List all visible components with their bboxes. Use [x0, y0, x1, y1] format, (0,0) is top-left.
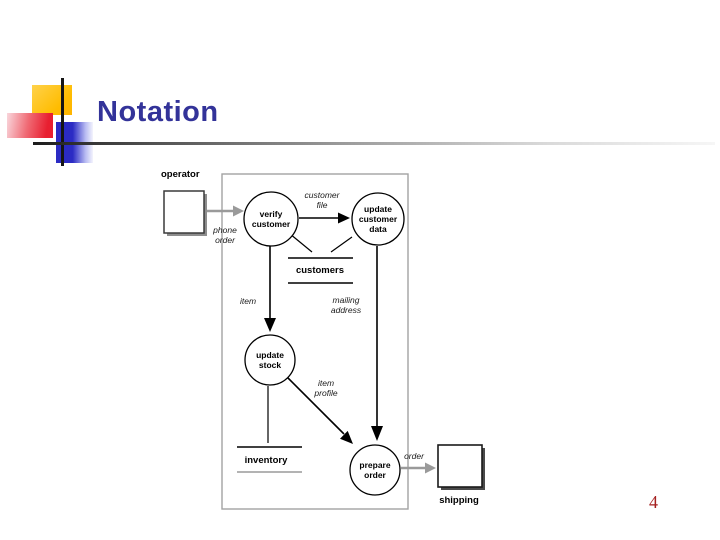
entity-shipping-label: shipping [439, 495, 479, 506]
process-update-stock-circle [244, 334, 296, 386]
flow-label-item-profile: item profile [314, 378, 338, 398]
flow-order-arrowhead [425, 462, 436, 474]
accent-yellow-square [32, 85, 72, 115]
accent-vertical-line [61, 78, 64, 166]
process-update-customer-data-circle [351, 192, 405, 246]
flow-customers-to-update-line [330, 236, 353, 253]
flow-customer-file-arrowhead [338, 212, 350, 224]
flow-label-item: item [239, 296, 257, 306]
flow-item-profile-arrow [287, 377, 345, 435]
process-update-customer-data-label: update customer data [358, 204, 398, 234]
flow-item-arrowhead [264, 318, 276, 332]
flow-label-mailing-address: mailing address [330, 295, 362, 315]
flow-label-order: order [404, 451, 424, 461]
entity-operator-box [163, 190, 205, 234]
store-inventory-label: inventory [244, 455, 288, 466]
process-prepare-order-label: prepare order [359, 460, 391, 480]
flow-label-phone-order: phone order [213, 225, 237, 245]
page-title: Notation [97, 96, 219, 128]
entity-operator-label: operator [161, 169, 200, 180]
process-verify-customer-circle [243, 191, 299, 247]
flow-item-profile-arrowhead [340, 430, 353, 444]
title-underline-rule [33, 142, 715, 145]
store-customers-label: customers [295, 265, 345, 276]
process-prepare-order-circle [349, 444, 401, 496]
entity-shipping-box [437, 444, 483, 488]
flow-label-customer-file: customer file [304, 190, 340, 210]
page-number: 4 [649, 492, 658, 512]
accent-red-square [7, 113, 53, 138]
process-update-stock-label: update stock [256, 350, 284, 370]
flow-mailing-address-arrowhead [371, 426, 383, 441]
diagram-frame [221, 173, 409, 510]
process-verify-customer-label: verify customer [251, 209, 291, 229]
flow-phone-order-arrowhead [233, 205, 244, 217]
